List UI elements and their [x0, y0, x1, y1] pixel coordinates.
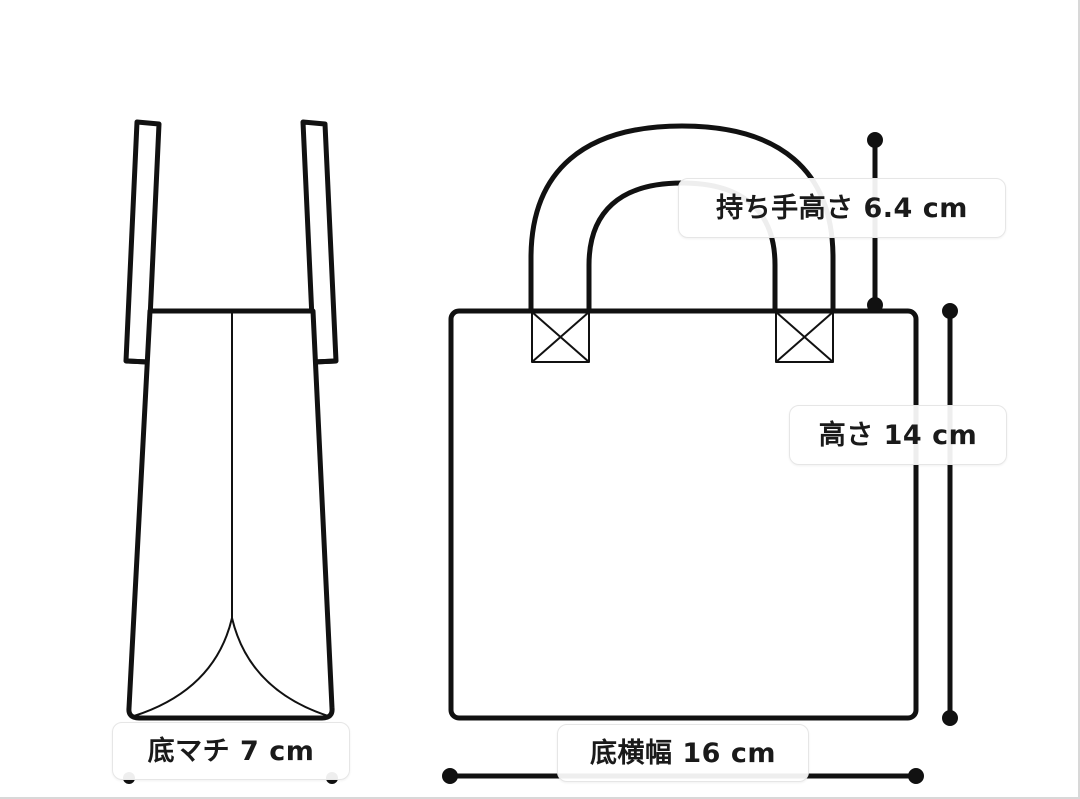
- label-handle-height-text: 持ち手高さ 6.4 cm: [716, 192, 968, 224]
- side-gusset-curve-right: [231, 617, 329, 717]
- handle-stitch-left: [531, 311, 590, 363]
- label-handle-height: 持ち手高さ 6.4 cm: [678, 178, 1006, 238]
- label-bottom-gusset: 底マチ 7 cm: [112, 722, 350, 780]
- frame-edge-right: [1078, 0, 1080, 799]
- side-body-outline: [126, 308, 335, 721]
- label-height: 高さ 14 cm: [789, 405, 1007, 465]
- side-gusset-curve-left: [133, 617, 233, 717]
- dim-height: [942, 303, 958, 726]
- frame-edge-bottom: [0, 797, 1080, 799]
- side-view: [123, 119, 339, 784]
- label-bottom-width: 底横幅 16 cm: [557, 724, 809, 782]
- front-body-outline: [448, 308, 919, 721]
- label-bottom-gusset-text: 底マチ 7 cm: [147, 735, 315, 767]
- label-bottom-width-text: 底横幅 16 cm: [589, 737, 776, 769]
- label-height-text: 高さ 14 cm: [818, 419, 978, 451]
- dim-handle-height: [867, 132, 883, 313]
- handle-stitch-right: [775, 311, 834, 363]
